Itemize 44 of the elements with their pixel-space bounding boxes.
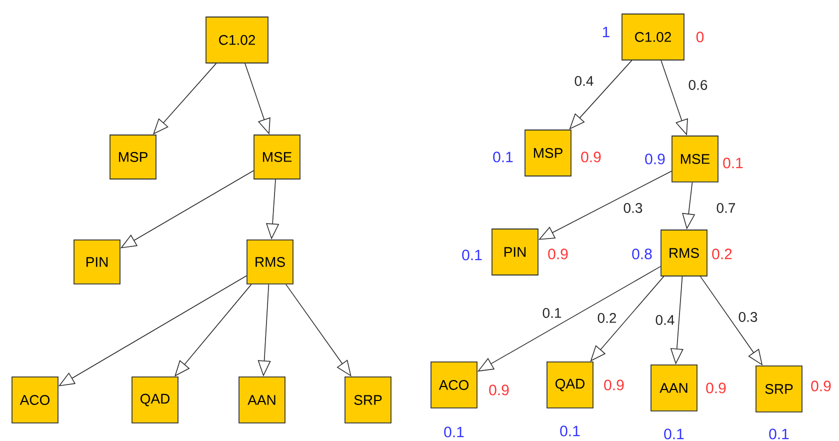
process-box: MSP	[110, 134, 156, 180]
edge-label: 0.3	[738, 312, 758, 322]
probability-value: 0.2	[712, 248, 732, 260]
process-box: MSE	[254, 134, 300, 180]
edge-label: 0.3	[624, 203, 642, 213]
probability-value: 0	[696, 32, 704, 42]
edge-label: 0.6	[688, 80, 708, 90]
process-box: MSP	[524, 130, 572, 176]
probability-value: 0.9	[811, 380, 831, 392]
probability-value: 0.1	[493, 152, 513, 162]
probability-value: 0.1	[723, 158, 743, 168]
process-box: AAN	[238, 376, 286, 424]
edge-label: 0.1	[542, 308, 562, 318]
edge-label: 0.4	[574, 76, 594, 86]
probability-value: 0.8	[632, 248, 652, 260]
process-box: ACO	[12, 376, 58, 424]
probability-value: 0.9	[581, 152, 601, 162]
process-box: AAN	[650, 364, 698, 412]
process-box: C1.02	[206, 16, 268, 64]
probability-value: 0.1	[444, 426, 464, 438]
probability-value: 0.9	[604, 380, 624, 390]
probability-value: 0.1	[769, 428, 789, 440]
process-box: RMS	[660, 230, 708, 276]
process-box: ACO	[430, 362, 478, 408]
edge-label: 0.4	[656, 315, 674, 325]
edge-label: 0.2	[598, 313, 616, 323]
process-box: PIN	[74, 240, 120, 284]
probability-value: 0.1	[664, 428, 684, 440]
probability-value: 1	[602, 26, 610, 38]
process-box: QAD	[546, 362, 594, 408]
probability-value: 0.9	[645, 154, 665, 164]
probability-value: 0.1	[462, 250, 482, 260]
edge-label: 0.7	[716, 203, 736, 213]
process-box: RMS	[246, 240, 294, 284]
probability-value: 0.9	[489, 384, 509, 396]
probability-value: 0.1	[560, 426, 580, 436]
process-box: MSE	[672, 136, 718, 182]
process-box: C1.02	[622, 14, 684, 60]
probability-value: 0.9	[548, 248, 568, 260]
probability-value: 0.9	[706, 382, 726, 394]
process-box: QAD	[132, 376, 178, 424]
process-box: SRP	[344, 376, 392, 424]
process-box: PIN	[492, 228, 538, 276]
process-box: SRP	[756, 366, 802, 412]
